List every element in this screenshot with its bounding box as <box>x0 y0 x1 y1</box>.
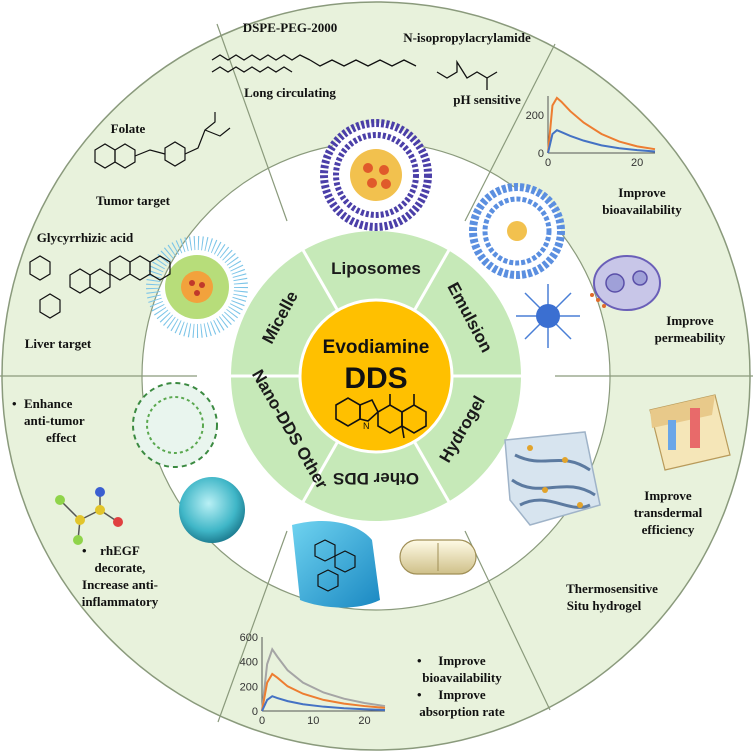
x-tick-label: 20 <box>631 157 643 169</box>
label-dspe: DSPE-PEG-2000 <box>243 20 338 35</box>
evodiamine-structure <box>335 394 427 439</box>
series-line-1 <box>261 672 386 712</box>
label-bottom-4: absorption rate <box>419 704 505 719</box>
emulsion-illustration <box>469 183 580 348</box>
dspe-structure <box>211 54 417 73</box>
label-liver-target: Liver target <box>25 336 92 351</box>
other-dds-illustration <box>292 520 477 608</box>
y-tick-label: 200 <box>526 110 544 122</box>
label-glycyrrhizic: Glycyrrhizic acid <box>37 230 134 245</box>
rhegf-molecule <box>55 487 123 545</box>
label-enh-1: Enhance <box>24 396 73 411</box>
sector-dividers <box>0 23 753 723</box>
label-enh-3: effect <box>46 430 77 445</box>
y-tick-label: 0 <box>538 148 544 160</box>
center-disc <box>298 298 454 454</box>
glycyrrhizic-structure <box>29 255 171 319</box>
label-long-circulating: Long circulating <box>244 85 336 100</box>
segment-liposomes: Liposomes <box>331 259 421 278</box>
permeability-cell-illustration <box>590 255 661 311</box>
y-tick-label: 400 <box>240 657 258 669</box>
x-tick-label: 0 <box>259 715 265 727</box>
label-bioavail-1: Improve <box>618 185 666 200</box>
folate-structure <box>94 112 231 169</box>
x-tick-label: 0 <box>545 157 551 169</box>
label-trans-3: efficiency <box>642 522 695 537</box>
x-tick-label: 20 <box>358 715 370 727</box>
bottom-bullet-2: • <box>417 687 422 702</box>
x-tick-label: 10 <box>307 715 319 727</box>
left-bullet-2: • <box>82 543 87 558</box>
label-thermo-2: Situ hydrogel <box>567 598 642 613</box>
y-tick-label: 0 <box>252 706 258 718</box>
series-line-1 <box>547 129 656 154</box>
label-rh-4: inflammatory <box>82 594 159 609</box>
segment-other-dds: Other DDS <box>333 469 419 488</box>
nano-dds-illustration <box>132 382 245 543</box>
center-title: Evodiamine <box>323 337 430 358</box>
label-bottom-1: Improve <box>438 653 486 668</box>
label-rh-2: decorate, <box>95 560 146 575</box>
label-folate: Folate <box>111 121 146 136</box>
label-thermo-1: Thermosensitive <box>566 581 658 596</box>
label-rh-3: Increase anti- <box>82 577 158 592</box>
nipam-structure <box>436 59 498 90</box>
structure-n: N <box>363 421 370 431</box>
label-perm-2: permeability <box>655 330 726 345</box>
y-tick-label: 600 <box>240 632 258 644</box>
label-bottom-2: bioavailability <box>422 670 502 685</box>
center-subtitle: DDS <box>344 362 407 395</box>
series-line-2 <box>261 695 386 712</box>
label-tumor-target: Tumor target <box>96 193 171 208</box>
chart-pk-bottom: 0 200 400 600 0 10 20 <box>240 632 386 727</box>
label-bottom-3: Improve <box>438 687 486 702</box>
label-perm-1: Improve <box>666 313 714 328</box>
label-nipam: N-isopropylacrylamide <box>403 30 531 45</box>
skin-illustration <box>649 394 731 471</box>
label-rh-1: rhEGF <box>100 543 140 558</box>
label-bioavail-2: bioavailability <box>602 202 682 217</box>
y-tick-label: 200 <box>240 681 258 693</box>
label-trans-1: Improve <box>644 488 692 503</box>
inner-ring-dividers <box>230 249 522 503</box>
liposome-illustration <box>320 119 432 231</box>
micelle-illustration <box>146 236 248 338</box>
label-trans-2: transdermal <box>634 505 703 520</box>
hydrogel-illustration <box>504 431 601 526</box>
bottom-bullet-1: • <box>417 653 422 668</box>
left-bullet-1: • <box>12 396 17 411</box>
series-line-0 <box>547 96 656 154</box>
series-line-0 <box>261 647 386 712</box>
label-ph-sensitive: pH sensitive <box>453 92 521 107</box>
chart-pk-top: 0 200 0 20 <box>526 96 656 169</box>
label-enh-2: anti-tumor <box>24 413 85 428</box>
